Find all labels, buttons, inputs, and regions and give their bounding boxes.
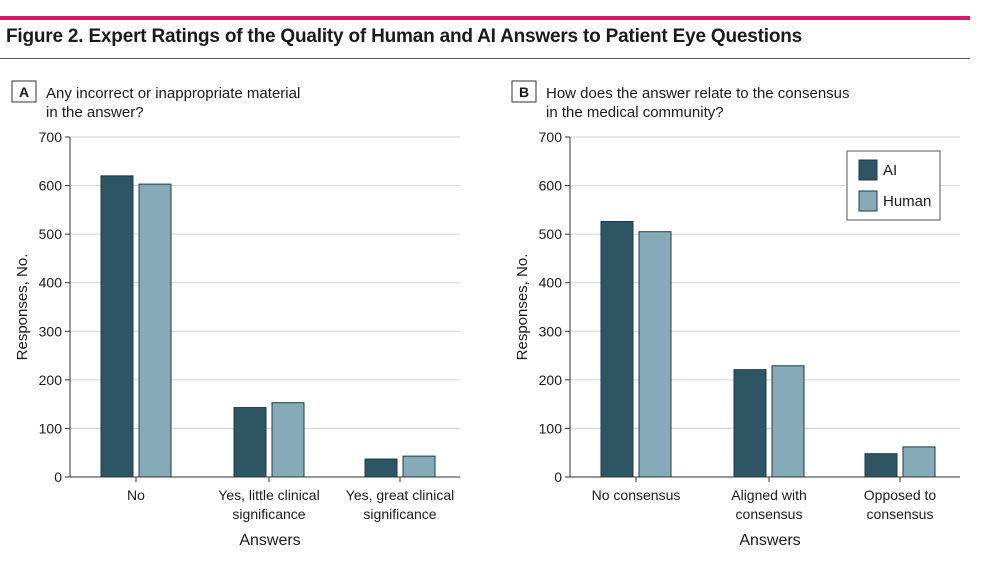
- panel-a-title-line: Any incorrect or inappropriate material: [46, 85, 300, 102]
- panel-b-legend-swatch-human: [858, 190, 878, 212]
- panel-a-y-axis-label: Responses, No.: [14, 254, 31, 361]
- figure-title: Figure 2. Expert Ratings of the Quality …: [6, 26, 803, 47]
- panel-a-x-axis-label: Answers: [239, 532, 300, 549]
- panel-a-y-tick-label: 0: [54, 469, 62, 485]
- panel-b-legend-swatch-ai: [858, 159, 878, 181]
- panel-a-bar-ai: [364, 458, 398, 478]
- panel-b-x-tick-label: Opposed to: [864, 487, 937, 503]
- panel-a-y-tick-label: 200: [39, 372, 63, 388]
- panel-a-y-tick-label: 400: [39, 275, 63, 291]
- panel-a-bar-human: [402, 455, 436, 478]
- panel-b-title-line: in the medical community?: [546, 104, 724, 121]
- panel-b-y-tick-label: 600: [539, 178, 563, 194]
- panel-a-y-tick-label: 500: [39, 226, 63, 242]
- panel-a-x-tick-label: significance: [232, 506, 305, 522]
- panel-b-y-axis-label: Responses, No.: [514, 254, 531, 361]
- panel-a-x-tick-label: Yes, little clinical: [218, 487, 319, 503]
- panel-b-y-tick-label: 400: [539, 275, 563, 291]
- panel-a-bar-human: [271, 402, 305, 478]
- panel-b-x-axis-label: Answers: [739, 532, 800, 549]
- panel-a-y-tick-label: 100: [39, 420, 63, 436]
- panel-b-legend-label-ai: AI: [883, 162, 897, 179]
- panel-b-y-tick-label: 100: [539, 420, 563, 436]
- panel-a-x-tick-label: Yes, great clinical: [346, 487, 454, 503]
- panel-b-letter: B: [519, 84, 529, 100]
- panel-b-x-tick-label: Aligned with: [731, 487, 807, 503]
- panel-b-y-tick-label: 200: [539, 372, 563, 388]
- top-accent-rule: [0, 16, 970, 20]
- panel-b-legend-label-human: Human: [883, 193, 931, 210]
- panel-b-bar-human: [902, 446, 936, 478]
- panel-b-y-tick-label: 500: [539, 226, 563, 242]
- panel-a-bar-ai: [233, 407, 267, 478]
- panel-b-bar-human: [638, 231, 672, 478]
- panel-b-y-tick-label: 300: [539, 323, 563, 339]
- panel-a-x-tick-label: No: [127, 487, 145, 503]
- panel-a-bar-ai: [100, 175, 134, 478]
- panel-a-title-line: in the answer?: [46, 104, 144, 121]
- panel-a-y-tick-label: 300: [39, 323, 63, 339]
- panel-b-x-tick-label: No consensus: [592, 487, 681, 503]
- panel-a-letter: A: [19, 84, 29, 100]
- panel-b-x-tick-label: consensus: [867, 506, 934, 522]
- panel-b-letter-box: [511, 80, 537, 103]
- panel-a-bar-human: [138, 183, 172, 478]
- panel-b-title-line: How does the answer relate to the consen…: [546, 85, 850, 102]
- panel-a-y-tick-label: 700: [39, 129, 63, 145]
- panel-a-letter-box: [11, 80, 37, 103]
- panel-b-bar-ai: [733, 369, 767, 478]
- panel-b-bar-ai: [600, 221, 634, 478]
- panel-b-bar-human: [771, 365, 805, 478]
- title-divider: [0, 58, 970, 59]
- panel-b-bar-ai: [864, 453, 898, 478]
- panel-b-y-tick-label: 0: [554, 469, 562, 485]
- panel-b-y-tick-label: 700: [539, 129, 563, 145]
- panel-b-x-tick-label: consensus: [736, 506, 803, 522]
- panel-a-y-tick-label: 600: [39, 178, 63, 194]
- panel-a-x-tick-label: significance: [363, 506, 436, 522]
